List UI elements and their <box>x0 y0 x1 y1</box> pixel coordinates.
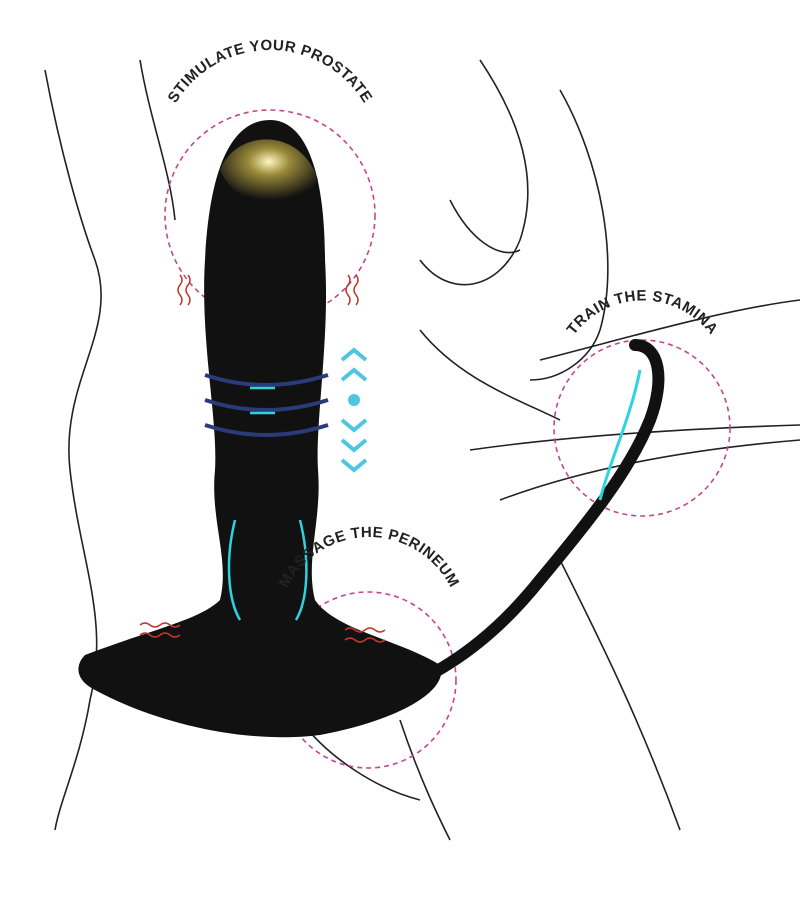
label-train-stamina: TRAIN THE STAMINA <box>564 287 722 338</box>
ridges <box>204 373 329 437</box>
vibration-icons <box>139 274 386 643</box>
thrust-arrows-icon <box>340 347 368 473</box>
light-accents <box>227 386 308 621</box>
perineum-ring <box>279 591 457 769</box>
label-stimulate-prostate: STIMULATE YOUR PROSTATE <box>165 37 376 106</box>
ring-loop <box>414 339 665 686</box>
product-silhouette <box>78 120 665 738</box>
ring-accent <box>598 369 642 501</box>
body-outline <box>44 59 800 841</box>
